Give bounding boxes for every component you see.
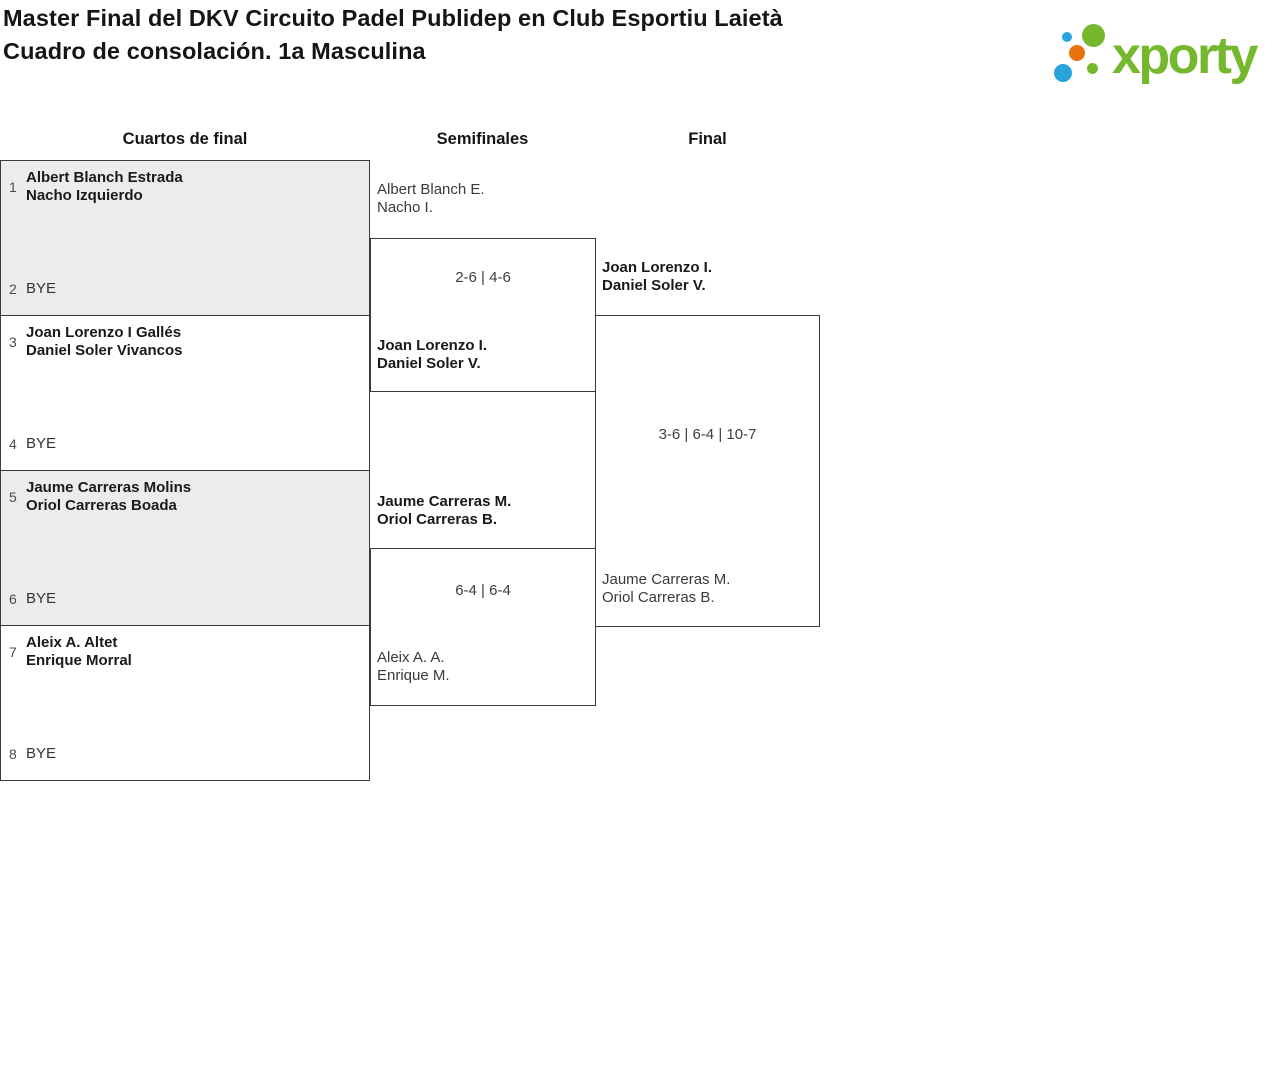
player-1: Aleix A. Altet (26, 634, 118, 651)
player-2: Enrique Morral (26, 652, 132, 669)
player-1: Joan Lorenzo I Gallés (26, 324, 182, 341)
player-2: Daniel Soler V. (602, 277, 706, 294)
player-2: Enrique M. (377, 667, 450, 684)
bye-label: BYE (26, 590, 57, 607)
quarterfinal-match-2: 3 Joan Lorenzo I Gallés Daniel Soler Viv… (0, 315, 370, 471)
draw-subtitle: Cuadro de consolación. 1a Masculina (3, 38, 426, 64)
team-name: Aleix A. Altet Enrique Morral (26, 634, 132, 670)
player-1: Jaume Carreras M. (602, 571, 731, 588)
quarterfinal-match-3: 5 Jaume Carreras Molins Oriol Carreras B… (0, 470, 370, 626)
sf1-team-bottom: Joan Lorenzo I. Daniel Soler V. (377, 337, 487, 373)
team-name: Albert Blanch Estrada Nacho Izquierdo (26, 169, 183, 205)
semifinal-match-2: 6-4 | 6-4 (370, 548, 596, 706)
player-1: Jaume Carreras M. (377, 493, 512, 510)
round-label-quarterfinals: Cuartos de final (122, 130, 248, 148)
quarterfinal-match-4: 7 Aleix A. Altet Enrique Morral 8 BYE (0, 625, 370, 781)
qf2-team-bottom: 4 BYE (9, 435, 56, 452)
bye-label: BYE (26, 745, 57, 762)
qf4-team-top: 7 Aleix A. Altet Enrique Morral (9, 634, 132, 670)
seed-number: 3 (9, 334, 17, 350)
bye-label: BYE (26, 280, 57, 297)
player-2: Oriol Carreras Boada (26, 497, 177, 514)
player-1: Joan Lorenzo I. (602, 259, 713, 276)
qf1-team-bottom: 2 BYE (9, 280, 56, 297)
player-1: Joan Lorenzo I. (377, 337, 488, 354)
player-1: Albert Blanch Estrada (26, 169, 183, 186)
logo-dot-icon (1087, 63, 1098, 74)
seed-number: 6 (9, 590, 17, 607)
player-1: Jaume Carreras Molins (26, 479, 192, 496)
team-name: Joan Lorenzo I Gallés Daniel Soler Vivan… (26, 324, 182, 360)
logo-dot-icon (1082, 24, 1105, 47)
xporty-logo: xporty (1050, 10, 1275, 106)
seed-number: 7 (9, 644, 17, 660)
final-team-bottom: Jaume Carreras M. Oriol Carreras B. (602, 571, 730, 607)
seed-number: 8 (9, 745, 17, 762)
match-score: 2-6 | 4-6 (455, 269, 511, 286)
player-2: Daniel Soler Vivancos (26, 342, 183, 359)
round-label-semifinals: Semifinales (436, 130, 529, 148)
qf1-team-top: 1 Albert Blanch Estrada Nacho Izquierdo (9, 169, 183, 205)
sf1-team-top: Albert Blanch E. Nacho I. (377, 181, 485, 217)
logo-dot-icon (1062, 32, 1072, 42)
logo-wordmark: xporty (1112, 27, 1258, 85)
page-header: Master Final del DKV Circuito Padel Publ… (3, 2, 833, 68)
bye-label: BYE (26, 435, 57, 452)
seed-number: 2 (9, 280, 17, 297)
team-name: Jaume Carreras Molins Oriol Carreras Boa… (26, 479, 191, 515)
final-team-top: Joan Lorenzo I. Daniel Soler V. (602, 259, 712, 295)
player-2: Oriol Carreras B. (377, 511, 498, 528)
seed-number: 1 (9, 179, 17, 195)
round-label-final: Final (688, 130, 727, 148)
logo-dot-icon (1054, 64, 1072, 82)
sf2-team-top: Jaume Carreras M. Oriol Carreras B. (377, 493, 511, 529)
logo-dot-icon (1069, 45, 1085, 61)
match-score: 3-6 | 6-4 | 10-7 (658, 426, 757, 443)
qf3-team-bottom: 6 BYE (9, 590, 56, 607)
sf2-team-bottom: Aleix A. A. Enrique M. (377, 649, 450, 685)
qf4-team-bottom: 8 BYE (9, 745, 56, 762)
match-score: 6-4 | 6-4 (455, 582, 511, 599)
seed-number: 4 (9, 435, 17, 452)
tournament-title: Master Final del DKV Circuito Padel Publ… (3, 5, 783, 31)
player-1: Aleix A. A. (377, 649, 445, 666)
seed-number: 5 (9, 489, 17, 505)
player-2: Nacho Izquierdo (26, 187, 143, 204)
qf2-team-top: 3 Joan Lorenzo I Gallés Daniel Soler Viv… (9, 324, 182, 360)
quarterfinal-match-1: 1 Albert Blanch Estrada Nacho Izquierdo … (0, 160, 370, 316)
player-2: Nacho I. (377, 199, 433, 216)
player-2: Daniel Soler V. (377, 355, 481, 372)
player-1: Albert Blanch E. (377, 181, 485, 198)
player-2: Oriol Carreras B. (602, 589, 715, 606)
qf3-team-top: 5 Jaume Carreras Molins Oriol Carreras B… (9, 479, 191, 515)
final-match: 3-6 | 6-4 | 10-7 (595, 315, 820, 627)
